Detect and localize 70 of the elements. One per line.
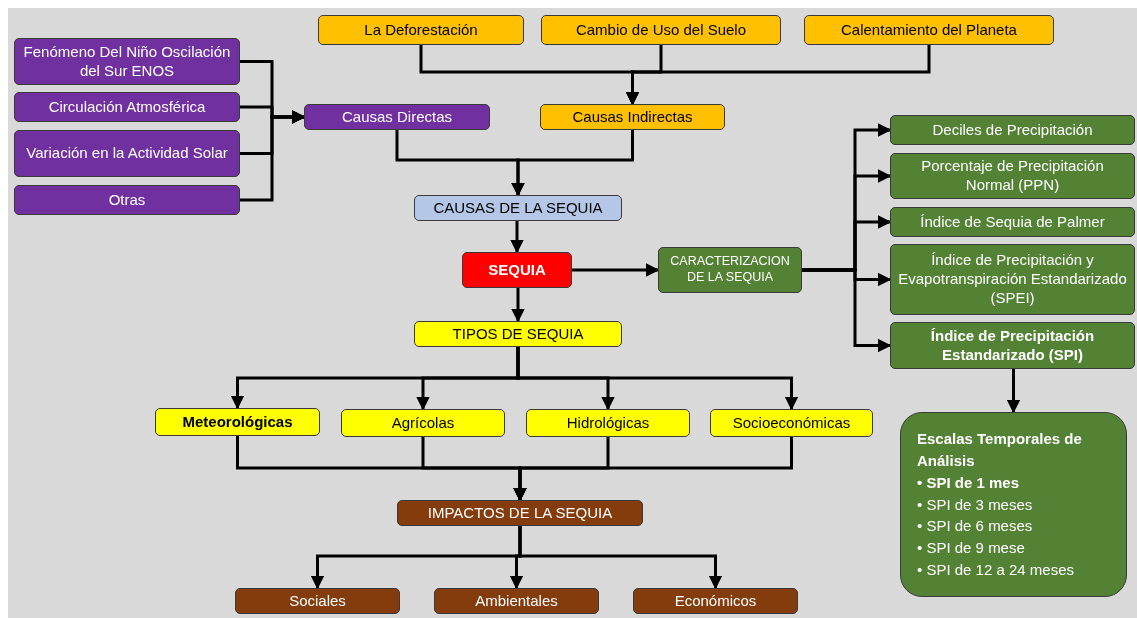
process-box xyxy=(710,409,873,437)
process-box xyxy=(318,15,524,45)
process-box xyxy=(658,247,802,293)
list-item: • SPI de 12 a 24 meses xyxy=(917,559,1074,580)
arrow xyxy=(516,347,799,411)
node-label: La Deforestación xyxy=(364,20,478,40)
process-box xyxy=(155,408,320,436)
node-label: Ambientales xyxy=(475,591,558,611)
arrow xyxy=(510,221,524,254)
process-box xyxy=(890,322,1135,369)
process-box xyxy=(304,104,490,130)
node-label: Porcentaje de Precipitación Normal (PPN) xyxy=(920,157,1105,195)
node-label: Fenómeno Del Niño Oscilación del Sur ENOS xyxy=(22,42,232,81)
node-label: Sociales xyxy=(289,591,346,611)
node-label: Índice de Precipitación Estandarizado (SPI) xyxy=(929,326,1096,365)
node-label: Causas Directas xyxy=(341,107,452,127)
node-label: Circulación Atmosférica xyxy=(48,97,206,117)
process-box xyxy=(235,588,400,614)
node-label: Otras xyxy=(108,190,146,210)
process-box xyxy=(397,500,643,526)
process-box xyxy=(14,92,240,122)
node-label: Deciles de Precipitación xyxy=(932,120,1093,140)
node-label: IMPACTOS DE LA SEQUIA xyxy=(427,503,613,523)
node-label: CARACTERIZACION DE LA SEQUIA xyxy=(669,254,791,286)
process-box xyxy=(526,409,690,437)
process-box xyxy=(890,115,1135,145)
process-box xyxy=(14,130,240,177)
node-label: Variación en la Actividad Solar xyxy=(26,144,228,163)
process-box xyxy=(890,244,1135,315)
process-box xyxy=(434,588,599,614)
node-label: Índice de Precipitación y Evapotranspiración Estandarizado (SPEI) xyxy=(897,251,1128,308)
arrow xyxy=(511,288,525,323)
node-label: Agrícolas xyxy=(391,413,455,433)
process-box xyxy=(540,104,725,130)
process-box xyxy=(804,15,1054,45)
process-box xyxy=(633,588,798,614)
process-box xyxy=(14,38,240,85)
list-item: • SPI de 9 mese xyxy=(917,538,1026,559)
list-item: • SPI de 1 mes xyxy=(917,472,1020,493)
process-box xyxy=(414,195,622,221)
node-label: Socioeconómicas xyxy=(732,413,851,433)
process-box xyxy=(890,153,1135,199)
node-label: Hidrológicas xyxy=(566,413,650,433)
arrow xyxy=(513,437,793,502)
arrow xyxy=(1006,369,1021,414)
arrow xyxy=(518,526,723,590)
node-label: Causas Indirectas xyxy=(572,107,693,127)
arrow xyxy=(240,110,306,202)
arrow xyxy=(802,268,892,353)
node-label: CAUSAS DE LA SEQUIA xyxy=(433,198,603,218)
process-box xyxy=(462,252,572,288)
list-item: • SPI de 3 meses xyxy=(917,494,1034,515)
list-item: • SPI de 6 meses xyxy=(917,516,1034,537)
node-label: Calentamiento del Planeta xyxy=(841,20,1017,40)
arrow xyxy=(625,45,931,106)
process-box xyxy=(541,15,781,45)
process-box xyxy=(14,185,240,215)
node-label: Índice de Sequia de Palmer xyxy=(920,212,1105,232)
node-label: TIPOS DE SEQUIA xyxy=(452,324,584,344)
node-label: Económicos xyxy=(674,591,757,611)
heading: Escalas Temporales de Análisis xyxy=(917,429,1083,472)
node-label: Meteorológicas xyxy=(182,412,293,432)
node-label: Cambio de Uso del Suelo xyxy=(575,20,747,40)
process-box xyxy=(341,409,505,437)
process-box xyxy=(890,207,1135,237)
node-label: SEQUIA xyxy=(488,260,546,280)
arrow xyxy=(572,263,660,277)
list-box xyxy=(900,412,1127,597)
process-box xyxy=(414,321,622,347)
arrow xyxy=(511,130,634,197)
